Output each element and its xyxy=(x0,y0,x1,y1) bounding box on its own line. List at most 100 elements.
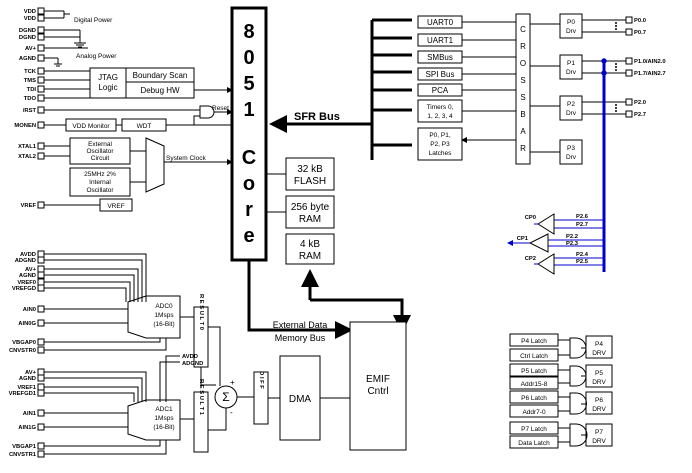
p5-drv-p-label: P5 xyxy=(595,370,603,377)
p27-pin-label: P2.7 xyxy=(634,112,646,118)
p1-drv-block xyxy=(559,54,583,80)
p2-label: P2 xyxy=(567,101,575,108)
p7-drv-label: DRV xyxy=(592,438,606,445)
p2-drv-block xyxy=(559,95,583,121)
cnvstr1-pin-label: CNVSTR1 xyxy=(9,452,37,458)
dgnd2-pin xyxy=(37,33,45,41)
latches-line3: Latches xyxy=(429,150,453,157)
xtal1-label: XTAL1 xyxy=(18,144,37,150)
flash-line1: 32 kB xyxy=(297,164,323,175)
adc1-pin-avplus: AV+ xyxy=(25,370,37,376)
int-osc-line2: Internal xyxy=(89,179,111,186)
cmp-pin-p26: P2.6 xyxy=(576,214,589,220)
dgnd1-label: DGND xyxy=(19,28,36,34)
adc1-pin-agnd: AGND xyxy=(19,376,36,382)
ain0-pin-label: AIN0 xyxy=(23,307,36,313)
cp2-label: CP2 xyxy=(525,256,536,262)
p1-drv-label: Drv xyxy=(566,69,577,76)
ain0g-pin-label: AIN0G xyxy=(18,321,36,327)
adc0-rate: 1Msps xyxy=(154,312,174,319)
adc0-pin-avdd: AVDD xyxy=(20,252,36,258)
p6-latch-label: P6 Latch xyxy=(521,395,547,402)
agnd-pin xyxy=(37,54,45,62)
p4-drv-label: DRV xyxy=(592,350,606,357)
emif-block xyxy=(349,321,407,451)
xtal2-label: XTAL2 xyxy=(18,154,36,160)
crossbar-letters: C R O S S B A R xyxy=(520,25,526,153)
latches-line2: P2, P3 xyxy=(430,141,450,148)
adc0-pin-vref0: VREF0 xyxy=(17,280,36,286)
vbgap1-pin-label: VBGAP1 xyxy=(12,444,37,450)
sigma-symbol: Σ xyxy=(222,390,229,404)
crossbar-letter-1: R xyxy=(520,42,526,51)
vdd2-pin xyxy=(37,14,45,22)
uart0-label: UART0 xyxy=(427,18,454,27)
agnd-label: AGND xyxy=(19,56,36,62)
crossbar-letter-2: O xyxy=(520,59,526,68)
adc0-result-label: R E S U L T 0 xyxy=(198,294,204,330)
cmp-pin-p22: P2.2 xyxy=(566,234,578,240)
timers-line1: Timers 0, xyxy=(427,104,454,111)
adc1-bits: (16-Bit) xyxy=(153,424,174,431)
adc1-pin-vrefgd1: VREFGD1 xyxy=(9,391,37,397)
cp0-label: CP0 xyxy=(525,215,536,221)
p6-drv-block xyxy=(585,391,613,415)
latches-line1: P0, P1, xyxy=(429,132,451,139)
p0-drv-block xyxy=(559,13,583,39)
p1-label: P1 xyxy=(567,60,575,67)
clock-mux xyxy=(145,137,165,193)
adc0-section xyxy=(37,250,216,386)
tdi-label: TDI xyxy=(27,87,37,93)
vdd1-pin xyxy=(37,7,45,15)
vdd2-label: VDD xyxy=(24,16,36,22)
crossbar-letter-5: B xyxy=(520,110,525,119)
p4-drv-block xyxy=(585,335,613,359)
cnvstr0-pin-label: CNVSTR0 xyxy=(9,348,36,354)
comparators xyxy=(507,213,555,275)
p7-drv-block xyxy=(585,423,613,447)
p07-pin-label: P0.7 xyxy=(634,30,646,36)
adc0-pin-vrefgd: VREFGD xyxy=(12,286,36,292)
peripherals-section xyxy=(417,15,516,161)
reset-section xyxy=(37,105,233,132)
core-block xyxy=(230,6,268,262)
spi-label: SPI Bus xyxy=(426,70,455,79)
p5-drv-block xyxy=(585,364,613,388)
avplus-pin xyxy=(37,44,45,52)
memory-section xyxy=(266,157,335,265)
dgnd2-label: DGND xyxy=(19,35,36,41)
rst-pin-label: /RST xyxy=(23,108,37,114)
p2-drv-label: Drv xyxy=(566,110,577,117)
adc1-result-register xyxy=(193,391,209,453)
core-char-2: 5 xyxy=(243,73,254,95)
vdd-monitor-label: VDD Monitor xyxy=(72,123,110,130)
p00-pin-label: P0.0 xyxy=(634,18,646,24)
vbgap0-pin-label: VBGAP0 xyxy=(12,340,36,346)
avplus-label: AV+ xyxy=(25,46,37,52)
xram-line2: RAM xyxy=(299,251,321,262)
adc1-pin-vref1: VREF1 xyxy=(17,385,36,391)
crossbar-block xyxy=(515,13,531,165)
latches-block xyxy=(417,127,463,161)
power-section xyxy=(37,7,88,67)
cp1-label: CP1 xyxy=(517,236,529,242)
ram-line1: 256 byte xyxy=(291,202,330,213)
adc1-rate: 1Msps xyxy=(154,415,174,422)
xram-block xyxy=(285,233,335,265)
p6-drv-label: DRV xyxy=(592,406,606,413)
ctrl-latch-label: Ctrl Latch xyxy=(520,353,548,360)
p0-label: P0 xyxy=(567,19,575,26)
ext-bus-line2: Memory Bus xyxy=(275,333,326,343)
core-char-3: 1 xyxy=(243,99,254,121)
tms-label: TMS xyxy=(24,78,36,84)
p5-latch-label: P5 Latch xyxy=(521,368,547,375)
addr158-label: Addr15-8 xyxy=(521,381,548,388)
core-char-5: o xyxy=(243,173,255,195)
sum-minus: - xyxy=(230,408,233,417)
wdt-label: WDT xyxy=(137,123,152,130)
emif-line2: Cntrl xyxy=(367,386,388,397)
cp2-triangle xyxy=(537,253,555,275)
adc0-pin-agnd: AGND xyxy=(19,273,36,279)
ext-osc-line3: Circuit xyxy=(91,155,110,162)
